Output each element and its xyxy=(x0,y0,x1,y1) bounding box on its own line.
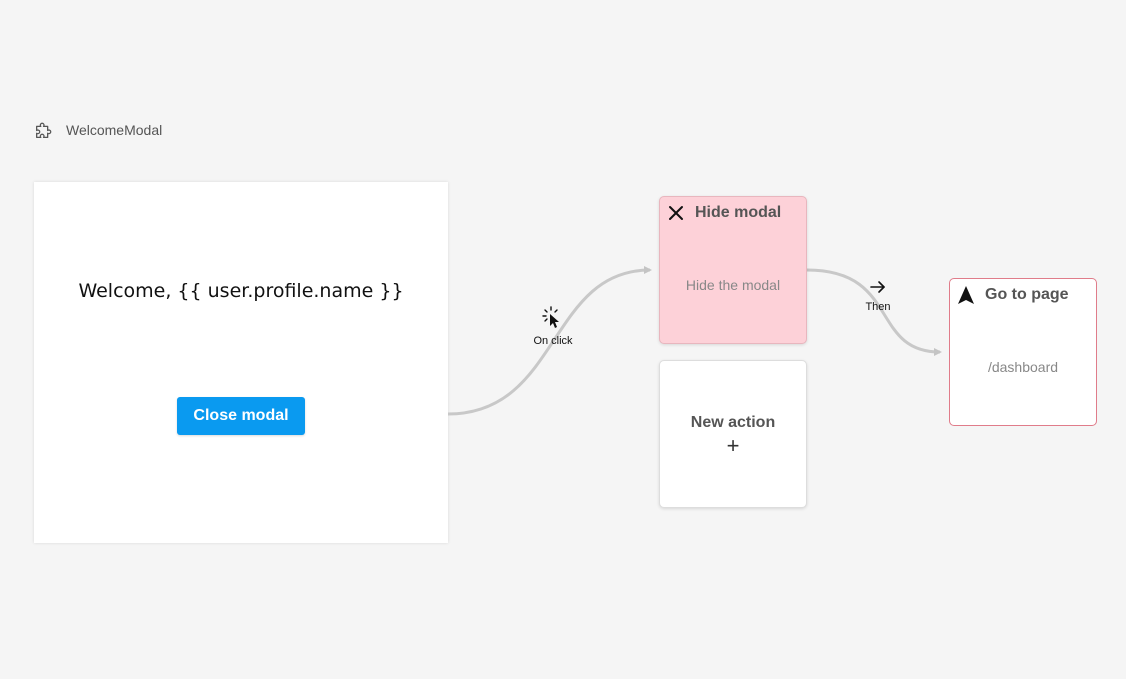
action-card-title-text: Go to page xyxy=(985,286,1069,303)
action-card-title: Go to page xyxy=(956,285,1069,305)
puzzle-piece-icon xyxy=(33,119,55,141)
arrow-right-icon xyxy=(858,278,898,299)
pointer-click-icon xyxy=(530,306,576,333)
navigation-arrow-icon xyxy=(956,285,976,305)
new-action-button[interactable]: New action + xyxy=(659,360,807,508)
component-header: WelcomeModal xyxy=(33,119,162,141)
trigger-then-label: Then xyxy=(865,301,891,313)
close-icon xyxy=(666,203,686,223)
new-action-label: New action xyxy=(690,414,776,431)
component-name: WelcomeModal xyxy=(66,122,163,138)
trigger-then[interactable]: Then xyxy=(858,278,898,313)
trigger-on-click-label: On click xyxy=(533,335,573,347)
action-card-go-to-page[interactable]: Go to page /dashboard xyxy=(949,278,1097,426)
action-card-hide-modal[interactable]: Hide modal Hide the modal xyxy=(659,196,807,344)
action-card-path: /dashboard xyxy=(987,359,1059,375)
trigger-on-click[interactable]: On click xyxy=(530,306,576,347)
modal-preview: Welcome, {{ user.profile.name }} Close m… xyxy=(34,182,448,543)
action-card-title: Hide modal xyxy=(666,203,781,223)
close-modal-button[interactable]: Close modal xyxy=(177,397,305,435)
plus-icon: + xyxy=(726,433,740,458)
action-card-description: Hide the modal xyxy=(685,277,781,293)
action-card-title-text: Hide modal xyxy=(695,204,782,221)
welcome-text: Welcome, {{ user.profile.name }} xyxy=(78,280,404,302)
